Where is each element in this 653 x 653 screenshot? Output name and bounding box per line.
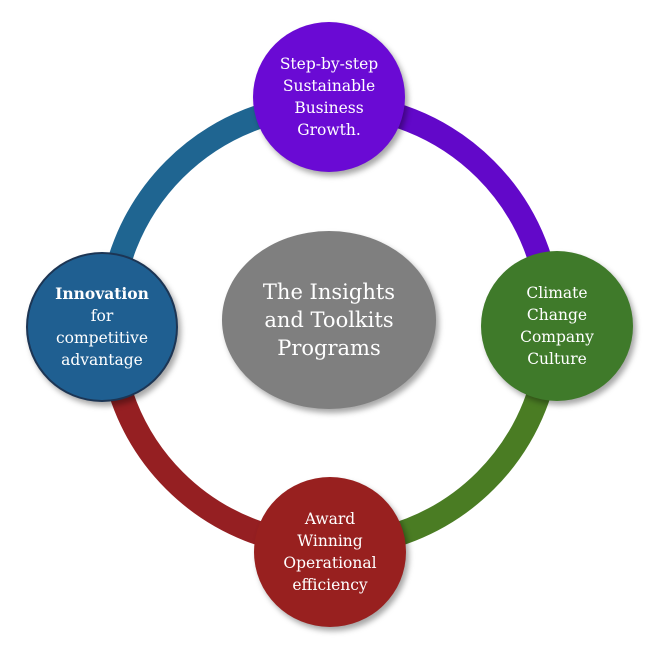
node-operational-efficiency: Award Winning Operational efficiency <box>254 477 406 627</box>
node-bottom-line-1: Award <box>304 510 356 528</box>
node-operational-efficiency-label: Award Winning Operational efficiency <box>275 508 384 596</box>
node-sustainable-growth: Step-by-step Sustainable Business Growth… <box>253 22 405 172</box>
node-top-line-4: Growth. <box>297 121 361 139</box>
node-right-line-4: Culture <box>527 350 587 368</box>
node-top-line-2: Sustainable <box>282 77 376 95</box>
node-top-line-3: Business <box>294 99 364 117</box>
center-node-label: The Insights and Toolkits Programs <box>255 278 403 362</box>
node-bottom-line-2: Winning <box>297 532 363 550</box>
node-bottom-line-3: Operational <box>283 554 377 572</box>
center-node-line-1: The Insights <box>262 280 396 304</box>
node-right-line-2: Change <box>526 306 588 324</box>
node-innovation-label: Innovation for competitive advantage <box>47 283 157 371</box>
center-node: The Insights and Toolkits Programs <box>222 231 436 409</box>
node-bottom-line-4: efficiency <box>292 576 368 594</box>
node-innovation: Innovation for competitive advantage <box>26 252 178 402</box>
node-left-line-2: for <box>90 307 114 325</box>
node-climate-culture: Climate Change Company Culture <box>481 251 633 401</box>
center-node-line-3: Programs <box>277 336 381 360</box>
node-right-line-1: Climate <box>526 284 588 302</box>
node-climate-culture-label: Climate Change Company Culture <box>512 282 602 370</box>
node-top-line-1: Step-by-step <box>279 55 379 73</box>
node-left-line-1: Innovation <box>55 284 149 303</box>
node-left-line-4: advantage <box>61 351 143 369</box>
node-right-line-3: Company <box>520 328 594 346</box>
center-node-line-2: and Toolkits <box>264 308 394 332</box>
node-left-line-3: competitive <box>55 329 149 347</box>
node-sustainable-growth-label: Step-by-step Sustainable Business Growth… <box>272 53 386 141</box>
